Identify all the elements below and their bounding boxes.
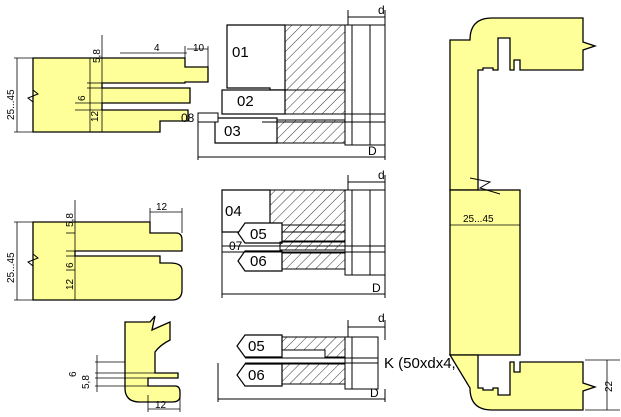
tool-07-label: 07	[229, 239, 243, 253]
tool-set-1-D-label: D	[368, 144, 377, 158]
profile-3-board	[124, 315, 181, 403]
frame-stile-middle	[449, 189, 521, 356]
tool-05b-body	[236, 334, 283, 358]
profile-2-board	[32, 221, 183, 301]
right-dim-22: 22	[604, 380, 615, 392]
tool-set-2: 04 05 07 06 d D	[221, 168, 386, 298]
profile-1-dim-10: 10	[193, 43, 205, 54]
tool-08-body	[197, 112, 219, 123]
tool-06-body	[237, 250, 283, 272]
profile-2-dim-12: 12	[156, 202, 168, 213]
profile-2-dim-6: 6	[65, 262, 76, 268]
profile-3-dim-6: 6	[68, 371, 79, 377]
tool-05-cutter	[281, 224, 346, 242]
tool-03-cutter	[276, 119, 346, 144]
tool-set-2-d-label: d	[378, 168, 385, 182]
profile-1-break	[27, 89, 39, 103]
tool-06-label: 06	[250, 253, 267, 270]
tool-06b-body	[236, 363, 283, 387]
tool-set-3-d-label: d	[378, 311, 385, 325]
profile-3-dim-12: 12	[155, 400, 167, 411]
profile-2-dim-12b: 12	[65, 278, 76, 290]
tool-06b-cutter	[281, 363, 346, 385]
profile-1-dim-range: 25...45	[6, 89, 17, 120]
frame-break	[469, 177, 501, 195]
profile-1: 5,8 4 10 6 12 25...45	[6, 35, 209, 133]
tool-set-1: 01 02 03 08 d D	[181, 3, 386, 160]
profile-1-dim-6: 6	[77, 95, 88, 101]
tool-set-3-D-label: D	[370, 386, 379, 400]
profile-2: 5,8 12 6 12 25...45	[6, 200, 183, 301]
frame-top-board	[449, 17, 598, 191]
tool-02-label: 02	[237, 93, 254, 110]
frame-joint: 25...45 22	[448, 17, 620, 411]
profile-1-dim-12: 12	[90, 110, 101, 122]
tool-06b-label: 06	[248, 367, 265, 384]
profile-2-dim-range: 25...45	[6, 252, 17, 283]
frame-bottom-board	[448, 354, 598, 411]
profile-2-dim-5-8: 5,8	[65, 213, 76, 227]
profile-1-dim-5-8: 5,8	[92, 49, 103, 63]
profile-2-break	[27, 253, 39, 267]
tool-05b-cutter	[281, 336, 346, 358]
profile-1-dim-4: 4	[154, 43, 160, 54]
profile-3: 6 5,8 12	[68, 315, 181, 412]
profile-3-dim-5-8: 5,8	[81, 375, 92, 389]
right-dim-range: 25...45	[463, 214, 494, 225]
tool-05-label: 05	[250, 226, 267, 243]
tool-05-body	[237, 222, 283, 244]
k-label: K (50xdx4,8)	[384, 355, 469, 372]
tool-01-label: 01	[232, 44, 249, 61]
tool-set-1-d-label: d	[378, 3, 385, 17]
tool-set-2-D-label: D	[372, 281, 381, 295]
tool-03-label: 03	[224, 123, 241, 140]
tool-04-label: 04	[225, 203, 242, 220]
tool-01-cutter	[284, 24, 346, 91]
tool-08-label: 08	[181, 111, 195, 125]
tool-05b-label: 05	[248, 338, 265, 355]
tool-02-cutter	[284, 89, 346, 115]
tool-06-cutter	[281, 252, 346, 270]
tool-set-3: 05 06 d D K (50xdx4,8)	[217, 311, 469, 402]
